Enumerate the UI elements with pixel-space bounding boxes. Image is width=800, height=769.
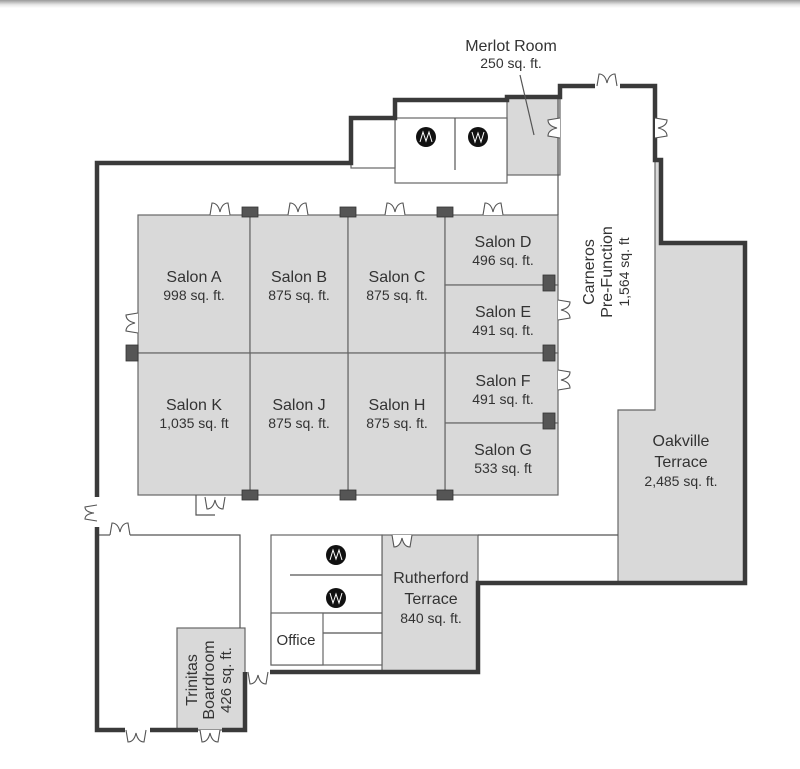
trinitas-label-group: Trinitas Boardroom 426 sq. ft. <box>184 640 235 719</box>
salon-c-label: Salon C <box>369 269 426 286</box>
office-label: Office <box>277 632 316 649</box>
salon-k-area-label: 1,035 sq. ft <box>159 415 228 431</box>
salon-f-area[interactable] <box>444 352 559 424</box>
merlot-room-area[interactable] <box>506 97 561 176</box>
salon-f-area-label: 491 sq. ft. <box>472 391 533 407</box>
restroom-women-icon <box>326 545 346 565</box>
salon-j-area-label: 875 sq. ft. <box>268 415 329 431</box>
prefunction-label: Pre-Function <box>599 226 616 318</box>
oakville-terrace-area[interactable] <box>617 159 746 584</box>
carneros-label: Carneros <box>581 239 598 305</box>
salon-g-area[interactable] <box>444 422 559 496</box>
salon-a-label: Salon A <box>166 269 221 286</box>
salon-k-area[interactable] <box>137 352 251 496</box>
salon-f-label: Salon F <box>475 373 530 390</box>
carneros-area-label: 1,564 sq. ft <box>616 237 632 306</box>
top-shadow-bar <box>0 0 800 8</box>
restroom-men-icon <box>416 127 436 147</box>
merlot-room-area-label: 250 sq. ft. <box>480 55 541 71</box>
oakville-label-2: Terrace <box>654 454 707 471</box>
salon-d-area-label: 496 sq. ft. <box>472 252 533 268</box>
salon-g-area-label: 533 sq. ft <box>474 460 532 476</box>
trinitas-label: Trinitas <box>184 654 201 706</box>
restroom-women-icon <box>468 127 488 147</box>
salon-b-label: Salon B <box>271 269 327 286</box>
salon-a-area-label: 998 sq. ft. <box>163 287 224 303</box>
exterior-wall <box>94 83 595 497</box>
salon-g-label: Salon G <box>474 442 532 459</box>
salon-j-area[interactable] <box>249 352 349 496</box>
restroom-men-icon <box>326 588 346 608</box>
salon-e-area-label: 491 sq. ft. <box>472 322 533 338</box>
salon-k-label: Salon K <box>166 397 222 414</box>
oakville-label: Oakville <box>653 433 710 450</box>
salon-h-label: Salon H <box>369 397 426 414</box>
salon-e-area[interactable] <box>444 284 559 354</box>
boardroom-label: Boardroom <box>201 640 218 719</box>
stairs-icon <box>125 206 556 501</box>
office-room[interactable] <box>270 612 324 666</box>
salon-block <box>137 214 559 496</box>
oakville-area-label: 2,485 sq. ft. <box>644 473 717 489</box>
trinitas-area-label: 426 sq. ft. <box>218 647 235 713</box>
salon-d-label: Salon D <box>475 234 532 251</box>
salon-e-label: Salon E <box>475 304 531 321</box>
salon-c-area-label: 875 sq. ft. <box>366 287 427 303</box>
restroom-block-top <box>394 117 508 184</box>
salon-h-area-label: 875 sq. ft. <box>366 415 427 431</box>
door-icon[interactable] <box>84 73 668 743</box>
rutherford-area-label: 840 sq. ft. <box>400 610 461 626</box>
rutherford-label: Rutherford <box>393 570 469 587</box>
salon-b-area-label: 875 sq. ft. <box>268 287 329 303</box>
salon-j-label: Salon J <box>272 397 325 414</box>
rutherford-label-2: Terrace <box>404 591 457 608</box>
rutherford-terrace-area[interactable] <box>381 534 479 673</box>
merlot-room-label: Merlot Room <box>465 38 557 55</box>
carneros-prefunction-label-group: Carneros Pre-Function 1,564 sq. ft <box>581 226 632 318</box>
